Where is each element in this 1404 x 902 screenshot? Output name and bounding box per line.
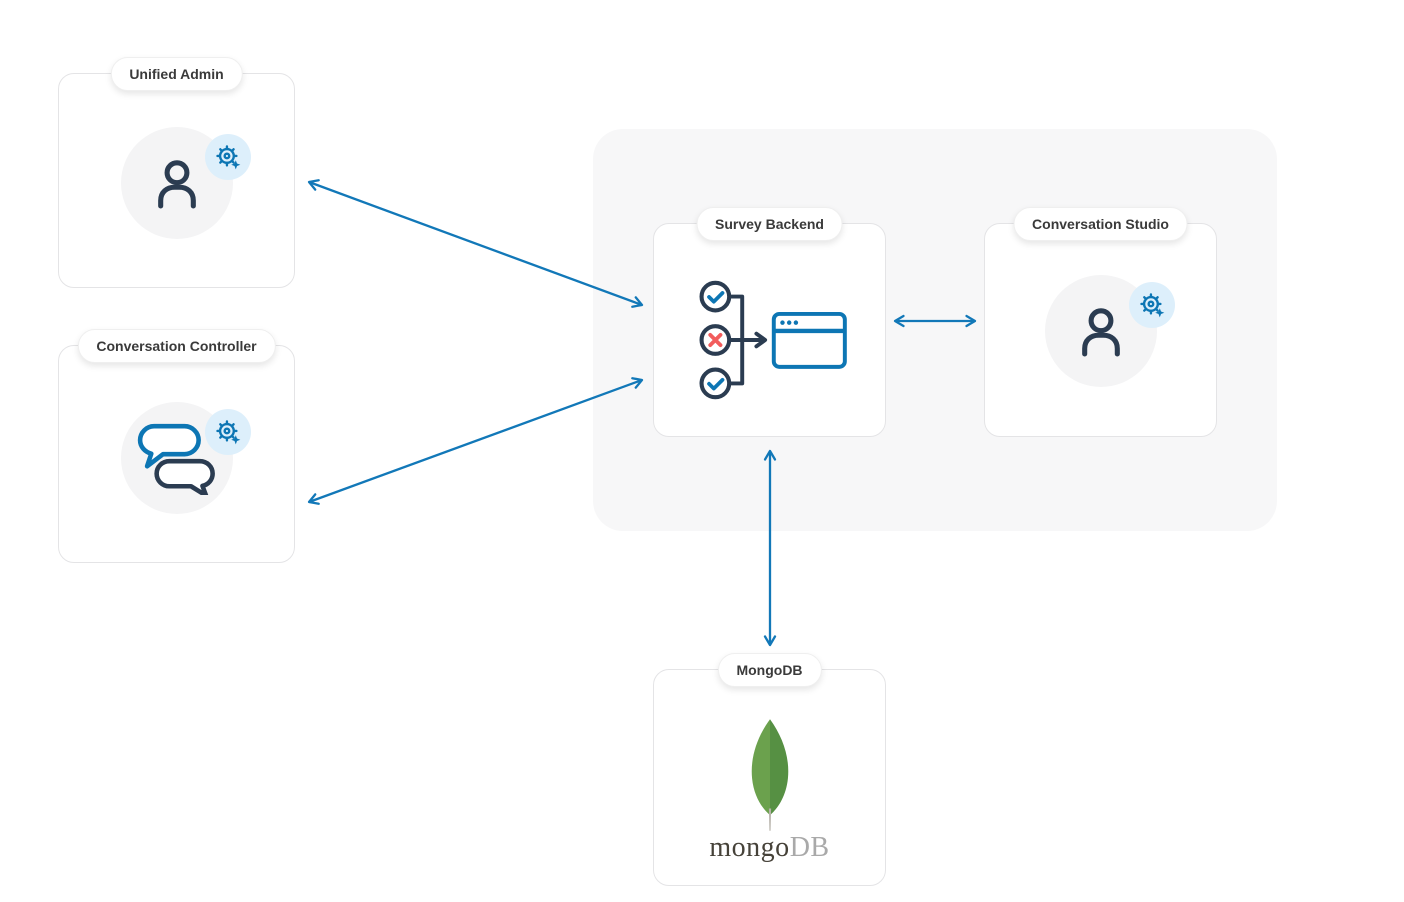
person-icon: [158, 160, 196, 209]
gear-sparkle-icon: [1139, 292, 1164, 317]
check-icon: [707, 377, 725, 391]
node-label-survey-backend: Survey Backend: [696, 207, 843, 241]
node-label-conversation-studio: Conversation Studio: [1013, 207, 1188, 241]
gear-sparkle-icon: [215, 419, 240, 444]
gear-badge: [205, 134, 251, 180]
check-icon: [707, 291, 725, 304]
chat-bubbles-icon: [137, 423, 215, 495]
browser-window-icon: [771, 311, 847, 369]
node-conversation-controller: Conversation Controller: [58, 329, 295, 563]
avatar-circle: [121, 402, 233, 514]
survey-workflow-icon: [699, 280, 847, 400]
gear-sparkle-icon: [215, 144, 240, 169]
mongodb-wordmark: mongoDB: [654, 832, 885, 864]
node-label-conversation-controller: Conversation Controller: [77, 329, 276, 363]
node-mongodb: MongoDB mongoDB: [653, 653, 886, 886]
node-label-unified-admin: Unified Admin: [110, 57, 243, 91]
person-icon: [1082, 308, 1120, 357]
mongodb-leaf-icon: [751, 719, 788, 831]
x-icon: [708, 332, 723, 348]
node-label-mongodb: MongoDB: [717, 653, 822, 687]
node-survey-backend: Survey Backend: [653, 207, 886, 437]
mongodb-wordmark-prefix: mongo: [709, 832, 790, 863]
node-unified-admin: Unified Admin: [58, 57, 295, 288]
mongodb-wordmark-suffix: DB: [789, 832, 830, 863]
gear-badge: [1129, 282, 1175, 328]
gear-badge: [205, 409, 251, 455]
node-conversation-studio: Conversation Studio: [984, 207, 1217, 437]
